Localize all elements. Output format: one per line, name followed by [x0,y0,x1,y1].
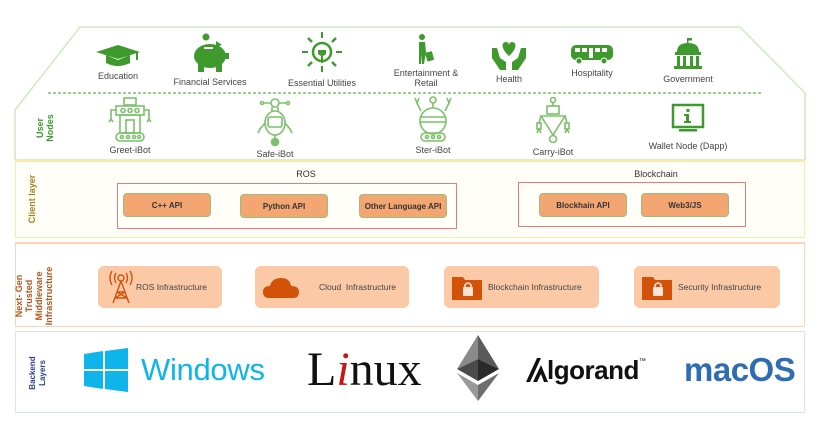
traveler-luggage-icon [419,34,434,64]
domain-label: Health [495,74,522,84]
client-layer: Client layer ROS C++ API Python API Othe… [15,160,805,238]
piggy-bank-icon [194,33,229,72]
other-language-api-button[interactable]: Other Language API [359,194,447,218]
locked-folder-icon [452,277,482,300]
ethereum-logo-icon [457,335,499,401]
node-label: Wallet Node (Dapp) [648,141,728,151]
domain-entertainment-retail: Entertainment & Retail [383,34,469,88]
sphere-robot-icon [414,96,452,142]
windows-logo: Windows [84,348,265,392]
blockchain-infrastructure-card[interactable]: Blockchain Infrastructure [444,266,599,308]
domain-label: Essential Utilities [287,78,357,88]
locked-folder-icon [642,277,672,300]
domain-health: Health [484,40,534,84]
user-node-wallet-dapp: Wallet Node (Dapp) [638,103,738,151]
middleware-layer-label-text: Next- Gen Trusted Middleware Infrastruct… [14,266,54,326]
python-api-button[interactable]: Python API [240,194,328,218]
domain-label: Financial Services [173,77,247,87]
domain-label: Government [663,74,713,84]
user-node-safe-ibot: Safe-iBot [240,97,310,159]
triangle-robot-icon [536,97,570,144]
security-infrastructure-card[interactable]: Security Infrastructure [634,266,780,308]
ros-group-title: ROS [296,169,316,179]
ros-api-group: C++ API Python API Other Language API [117,183,457,229]
windows-label: Windows [141,352,265,387]
node-label: Ster-iBot [415,145,451,155]
government-building-icon [674,38,702,69]
user-node-greet-ibot: Greet-iBot [95,97,165,155]
algorand-logo: lgorand ™ [526,352,646,388]
domain-essential-utilities: Essential Utilities [275,32,369,88]
domain-label: Entertainment & Retail [393,68,459,88]
cpp-api-button[interactable]: C++ API [123,193,211,217]
user-node-carry-ibot: Carry-iBot [518,97,588,157]
middleware-layer: Next- Gen Trusted Middleware Infrastruct… [14,242,805,327]
middleware-layer-label: Next- Gen Trusted Middleware Infrastruct… [14,256,54,336]
heart-hands-icon [492,42,526,70]
macos-label: macOS [684,351,796,388]
domain-label: Education [97,71,139,81]
cloud-icon [263,278,299,298]
domain-hospitality: Hospitality [562,44,622,78]
blockchain-group-title: Blockchain [634,169,678,179]
linux-accent: i [336,342,350,396]
cloud-infrastructure-card[interactable]: Cloud Infrastructure [255,266,409,308]
infra-label: ROS Infrastructure [136,282,207,292]
windows-logo-icon [84,348,128,392]
domain-financial-services: Financial Services [165,33,255,87]
node-label: Greet-iBot [109,145,151,155]
ethereum-logo [457,335,499,401]
user-nodes-label: User Nodes [35,103,55,153]
linux-logo: L i nux [307,342,422,396]
infra-label: Cloud Infrastructure [319,282,397,292]
round-robot-icon [257,98,293,147]
backend-layer-label: Backend Layers [28,348,48,398]
domain-government: Government [655,38,721,84]
node-label: Safe-iBot [256,149,294,159]
lightbulb-plug-icon [302,32,342,72]
backend-layer-label-text: Backend Layers [28,356,47,390]
node-label: Carry-iBot [532,147,574,157]
tracked-robot-icon [108,97,152,142]
algorand-trademark: ™ [638,358,646,365]
bus-icon [571,45,613,64]
algorand-logo-icon [526,358,548,382]
web3js-button[interactable]: Web3/JS [641,193,729,217]
blockchain-api-group: Blockhain API Web3/JS [518,182,746,227]
client-layer-label: Client layer [27,174,37,224]
user-node-ster-ibot: Ster-iBot [398,95,468,155]
backend-layer: Backend Layers Windows L i nux lgorand [15,331,805,413]
domain-label: Hospitality [571,68,613,78]
algorand-label: lgorand [547,354,639,385]
radio-tower-icon [109,270,133,304]
info-monitor-icon [671,103,705,132]
linux-prefix: L [307,342,337,396]
linux-suffix: nux [349,342,422,396]
infra-label: Blockchain Infrastructure [488,282,582,292]
domain-education: Education [78,43,158,81]
ros-infrastructure-card[interactable]: ROS Infrastructure [98,266,222,308]
user-nodes-label-text: User Nodes [35,114,55,142]
macos-logo: macOS [684,348,796,392]
infra-label: Security Infrastructure [678,282,762,292]
blockchain-api-button[interactable]: Blockhain API [539,193,627,217]
graduation-cap-icon [96,45,140,66]
